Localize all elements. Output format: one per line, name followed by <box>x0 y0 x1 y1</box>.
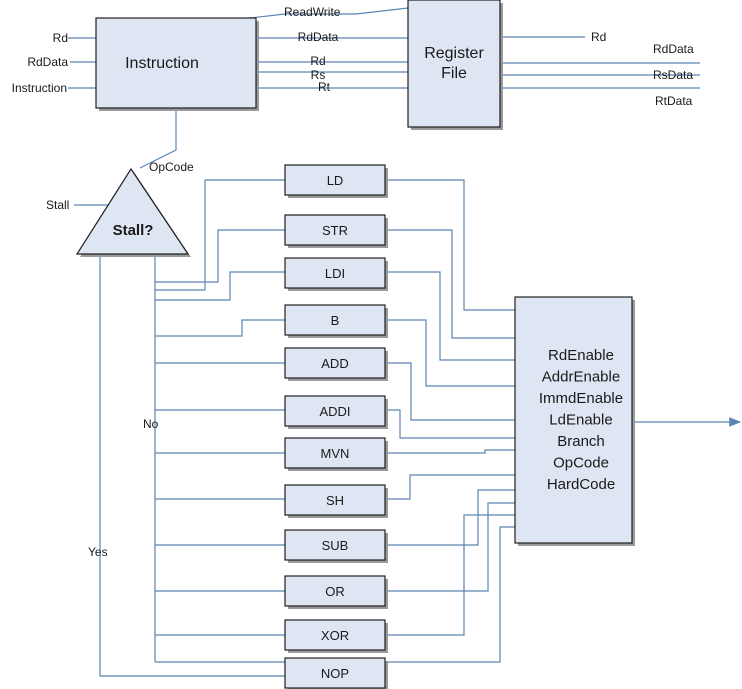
wire-to-ld <box>155 179 285 291</box>
opcode-or: OR <box>284 575 388 609</box>
opcode-label-addi: ADDI <box>319 404 350 419</box>
opcode-str: STR <box>284 214 388 248</box>
opcode-box-ldi <box>284 257 386 289</box>
wire-opcode <box>139 108 177 169</box>
control-signal-opcode: OpCode <box>553 455 609 472</box>
control-signal-immdenable: ImmdEnable <box>539 390 623 407</box>
control-signal-addrenable: AddrEnable <box>542 369 620 386</box>
wire-to-b <box>155 319 285 337</box>
wire-addi-to-ctrl <box>385 409 515 439</box>
input-label-instruction: Instruction <box>12 81 67 95</box>
stall-triangle <box>75 167 190 255</box>
wires <box>68 7 742 677</box>
opcode-label-ldi: LDI <box>325 266 345 281</box>
output-label-rtdata: RtData <box>655 94 693 108</box>
opcode-box-sh <box>284 484 386 516</box>
register-file-box <box>407 0 501 128</box>
opcode-box-ld <box>284 164 386 196</box>
instruction-block: Instruction <box>95 17 259 111</box>
opcode-label-or: OR <box>325 584 345 599</box>
readwrite-label: ReadWrite <box>284 5 341 19</box>
wire-to-ldi <box>155 271 285 301</box>
control-unit-block <box>514 296 635 546</box>
wire-b-to-ctrl <box>385 319 515 387</box>
wire-to-str <box>155 229 285 283</box>
bus-label-rd: Rd <box>310 54 325 68</box>
control-signal-ldenable: LdEnable <box>549 412 612 429</box>
opcode-sub: SUB <box>284 529 388 563</box>
stall-label: Stall? <box>113 222 154 239</box>
opcode-xor: XOR <box>284 619 388 653</box>
opcode-box-sub <box>284 529 386 561</box>
opcode-box-or <box>284 575 386 607</box>
wire-or-to-ctrl <box>385 502 515 592</box>
wire-str-to-ctrl <box>385 229 515 339</box>
opcode-label-xor: XOR <box>321 628 349 643</box>
wire-sub-to-ctrl <box>385 489 515 546</box>
wire-ldi-to-ctrl <box>385 271 515 361</box>
output-label-rddata: RdData <box>653 42 694 56</box>
opcode-label-b: B <box>331 313 340 328</box>
control-signal-rdenable: RdEnable <box>548 347 614 364</box>
wire-sh-to-ctrl <box>385 474 515 500</box>
wire-mvn-to-ctrl <box>385 449 515 454</box>
input-label-rddata: RdData <box>27 55 68 69</box>
wire-add-to-ctrl <box>385 362 515 421</box>
opcode-label-add: ADD <box>321 356 348 371</box>
opcode-sh: SH <box>284 484 388 518</box>
opcode-label-mvn: MVN <box>321 446 350 461</box>
opcode-label-ld: LD <box>327 173 344 188</box>
opcode-add: ADD <box>284 347 388 381</box>
output-label-rd: Rd <box>591 30 606 44</box>
instruction-box <box>95 17 257 109</box>
wire-yes-path <box>99 253 285 677</box>
wire-ld-to-ctrl <box>385 179 515 311</box>
opcode-label-nop: NOP <box>321 666 349 681</box>
yes-label: Yes <box>88 545 108 559</box>
opcode-box-add <box>284 347 386 379</box>
opcode-box-addi <box>284 395 386 427</box>
opcode-addi: ADDI <box>284 395 388 429</box>
opcode-box-nop <box>284 657 386 689</box>
control-signals: RdEnableAddrEnableImmdEnableLdEnableBran… <box>539 347 623 493</box>
bus-label-rt: Rt <box>318 80 331 94</box>
register-file-block: Register File <box>407 0 503 130</box>
opcode-box-str <box>284 214 386 246</box>
bus-label-rddata: RdData <box>298 30 339 44</box>
stall-block: Stall? <box>75 167 191 257</box>
stall-input-label: Stall <box>46 198 69 212</box>
opcode-label-sub: SUB <box>322 538 349 553</box>
opcode-label: OpCode <box>149 160 194 174</box>
opcode-box-xor <box>284 619 386 651</box>
no-label: No <box>143 417 159 431</box>
opcode-ld: LD <box>284 164 388 198</box>
opcode-b: B <box>284 304 388 338</box>
bus-label-rs: Rs <box>311 68 326 82</box>
opcode-nop: NOP <box>284 657 388 689</box>
input-label-rd: Rd <box>53 31 68 45</box>
opcode-box-mvn <box>284 437 386 469</box>
register-file-label-line2: File <box>441 65 467 82</box>
opcode-label-sh: SH <box>326 493 344 508</box>
labels: Rd RdData Instruction ReadWrite RdData R… <box>12 5 694 559</box>
opcode-box-b <box>284 304 386 336</box>
output-label-rsdata: RsData <box>653 68 693 82</box>
opcode-label-str: STR <box>322 223 348 238</box>
wire-xor-to-ctrl <box>385 514 515 636</box>
control-signal-hardcode: HardCode <box>547 476 615 493</box>
register-file-label-line1: Register <box>424 45 484 62</box>
instruction-label: Instruction <box>125 55 199 72</box>
opcode-ldi: LDI <box>284 257 388 291</box>
wire-nop-to-ctrl <box>385 526 515 663</box>
opcode-mvn: MVN <box>284 437 388 471</box>
control-unit-box <box>514 296 633 544</box>
opcode-boxes: LD STR LDI B ADD ADDI MVN SH SUB OR XOR NOP <box>284 164 388 689</box>
control-signal-branch: Branch <box>557 433 605 450</box>
